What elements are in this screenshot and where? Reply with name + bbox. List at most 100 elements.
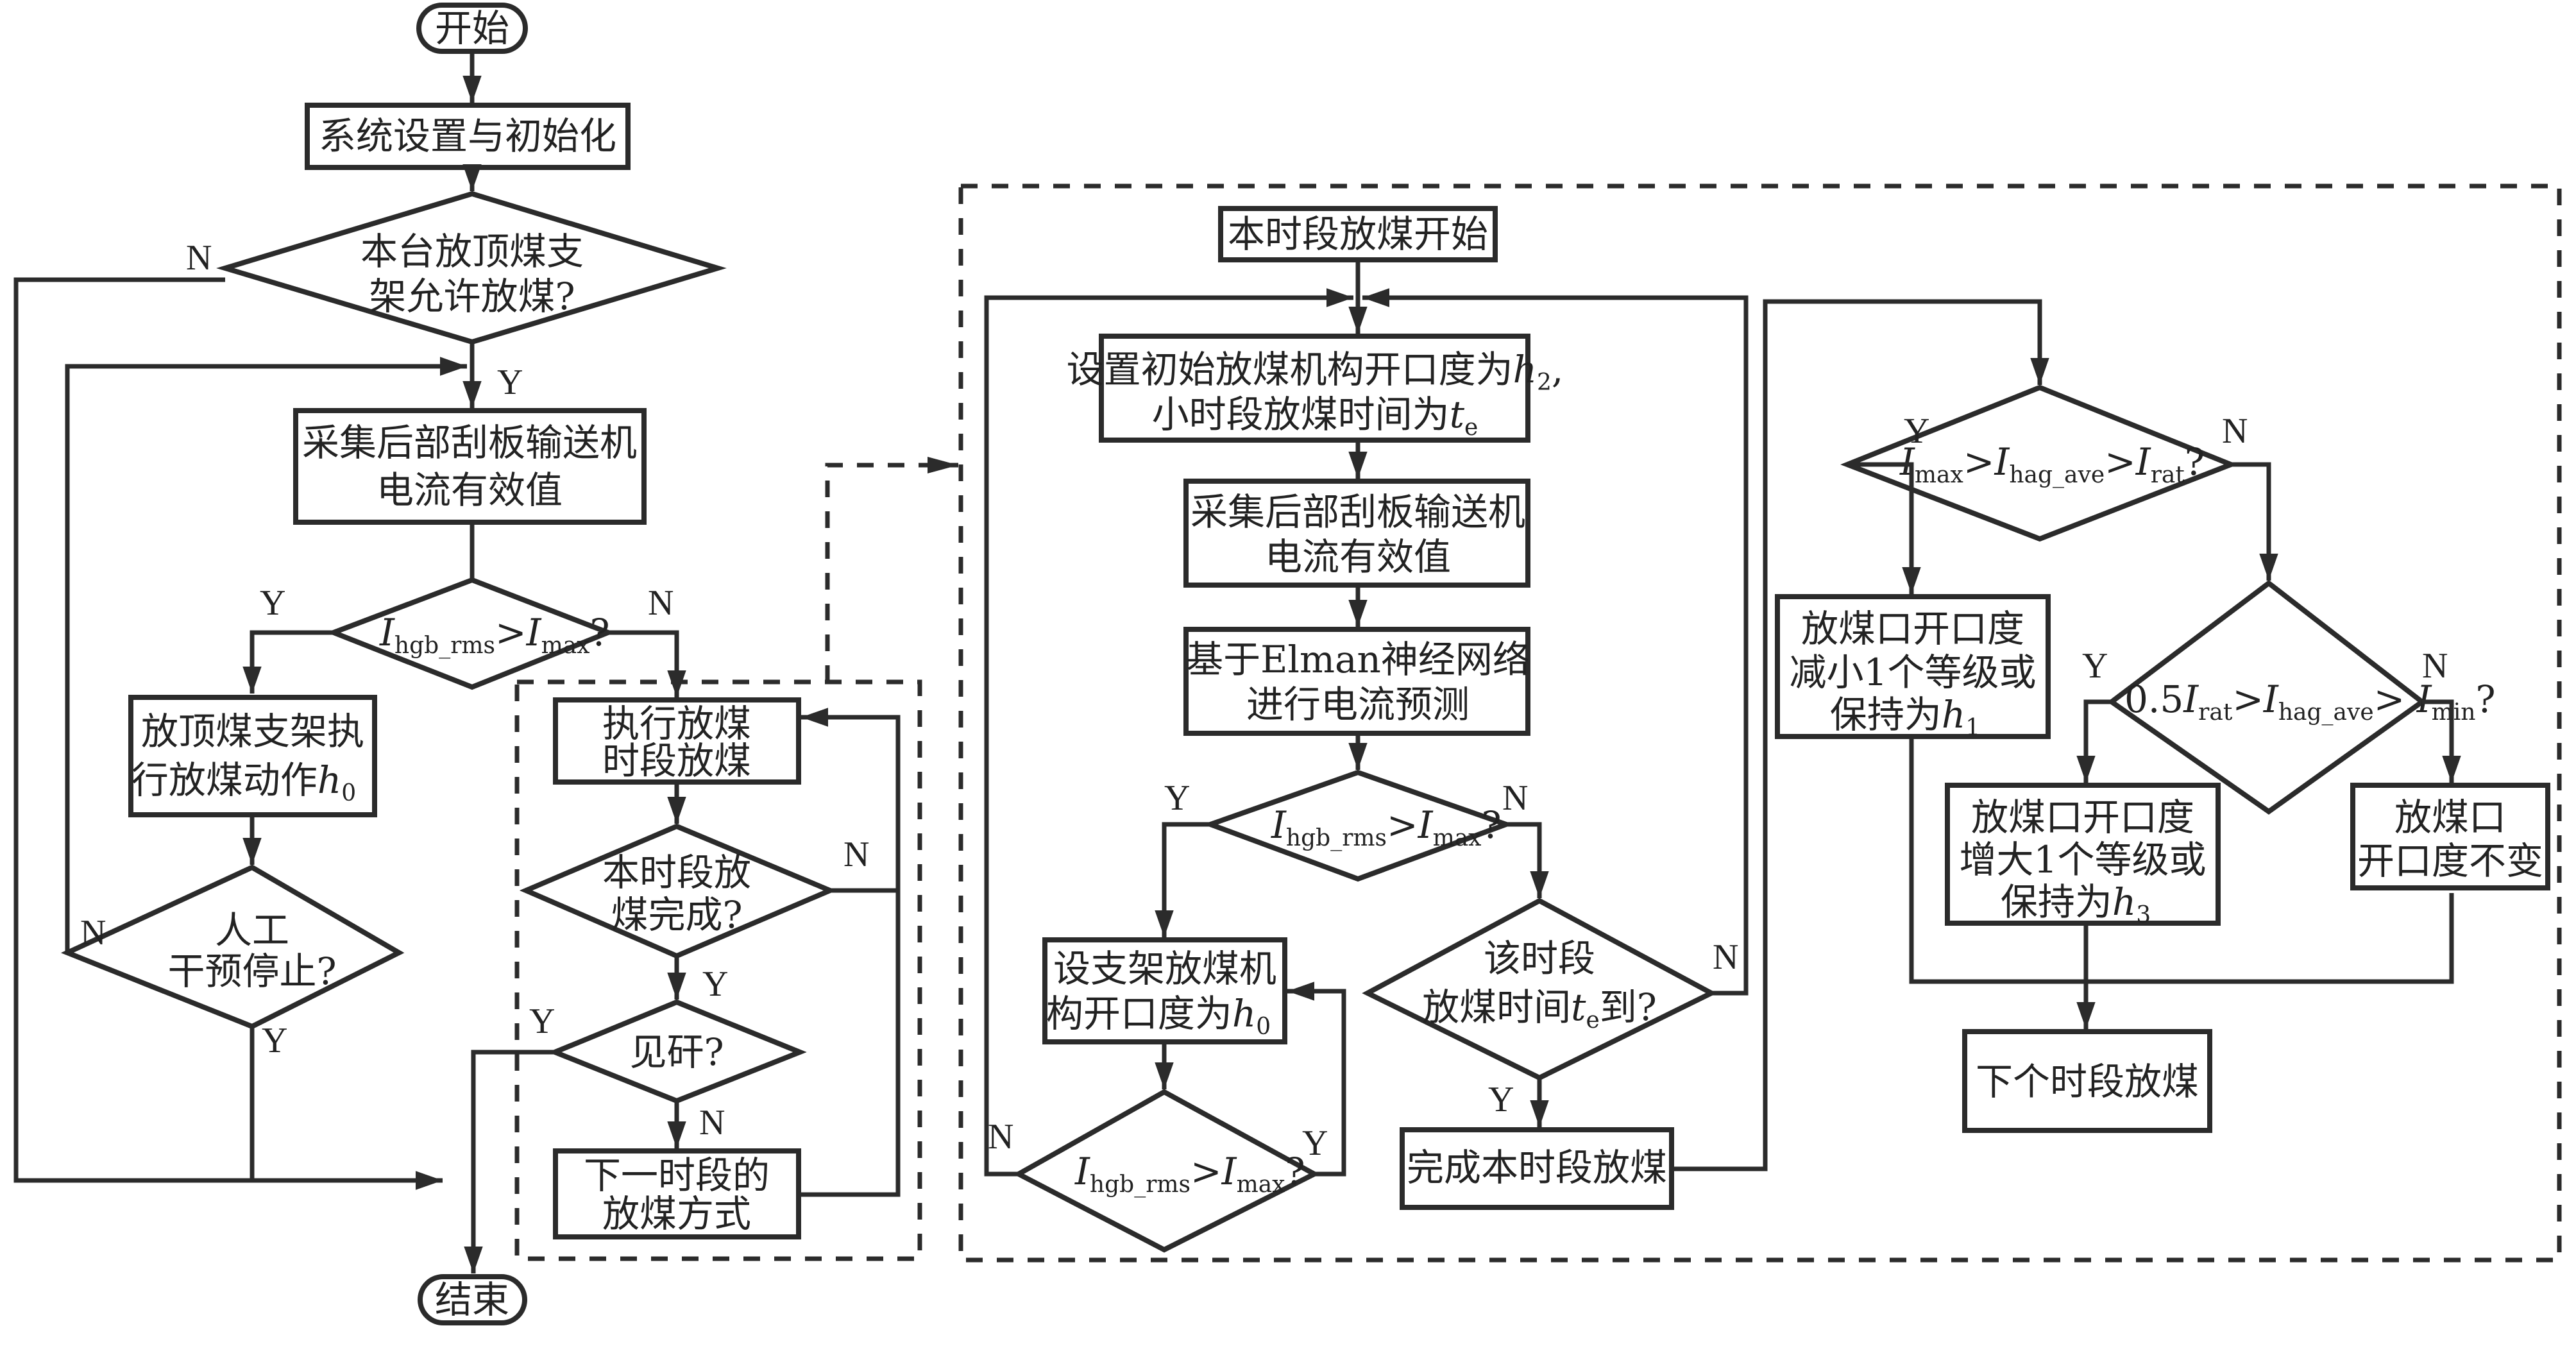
check-yes-path (242, 630, 334, 694)
gangue-yes-label: Y (529, 1001, 555, 1041)
manual-yes-label: Y (262, 1021, 287, 1060)
next-mode-return-path (799, 890, 901, 1197)
detail-check-yes-path (1155, 822, 1210, 937)
time-check-line2: 放煤时间te到? (1422, 985, 1657, 1034)
start-label: 开始 (435, 6, 509, 50)
period-start-box: 本时段放煤开始 (1218, 206, 1498, 262)
gangue-label: 见矸? (629, 1030, 724, 1074)
period-done-decision: 本时段放 煤完成? (519, 823, 837, 959)
detail-dashed-frame (958, 183, 2562, 1263)
end-label: 结束 (435, 1278, 509, 1322)
current-check-decision: Ihgb_rms>Imax? (326, 577, 615, 690)
period-start-label: 本时段放煤开始 (1228, 212, 1488, 256)
complete-box: 完成本时段放煤 (1400, 1127, 1674, 1210)
set-h0-line2: 构开口度为h0 (1046, 992, 1271, 1040)
see-gangue-decision: 见矸? (548, 999, 807, 1104)
range2-yes-path (2076, 699, 2112, 783)
range2-no-path (2422, 699, 2461, 783)
detail-current-check-decision: Ihgb_rms>Imax? (1203, 769, 1514, 882)
allow-line2: 架允许放煤? (369, 275, 575, 318)
set-h0-line1: 设支架放煤机 (1053, 947, 1276, 991)
init-box: 系统设置与初始化 (305, 103, 631, 170)
detail-collect-line2: 电流有效值 (1265, 535, 1451, 579)
allow-no-label: N (186, 238, 212, 278)
done-no-path (801, 708, 901, 893)
dashed-connector-arrowhead (928, 457, 958, 473)
check-no-label: N (648, 583, 674, 623)
decrease-line1: 放煤口开口度 (1801, 607, 2024, 651)
current-check-expr: Ihgb_rms>Imax? (379, 611, 610, 659)
detail-collect-line1: 采集后部刮板输送机 (1191, 490, 1525, 534)
manual-no-loop (65, 357, 467, 953)
collect-box: 采集后部刮板输送机 电流有效值 (293, 408, 647, 525)
time-check-line1: 该时段 (1484, 937, 1595, 980)
bottom-no-loop (984, 288, 1353, 1177)
done-line2: 煤完成? (611, 893, 742, 937)
range1-no-label: N (2222, 411, 2248, 451)
increase-line1: 放煤口开口度 (1971, 796, 2194, 839)
range1-yes-label: Y (1904, 411, 1929, 451)
check-yes-label: Y (260, 583, 285, 623)
manual-line1: 人工 (215, 908, 289, 952)
range1-yes-path (1847, 462, 1921, 594)
time-no-label: N (1713, 937, 1738, 977)
range-check2-decision: 0.5Irat>Ihag_ave> Imin? (2107, 579, 2496, 815)
time-yes-label: Y (1488, 1080, 1514, 1119)
range2-yes-label: Y (2082, 646, 2108, 686)
done-no-label: N (843, 835, 869, 874)
detail-check-expr: Ihgb_rms>Imax? (1271, 803, 1502, 851)
complete-label: 完成本时段放煤 (1407, 1146, 1667, 1189)
allow-yes-label: Y (497, 362, 523, 402)
gangue-no-label: N (699, 1103, 725, 1143)
manual-no-label: N (80, 913, 106, 953)
time-check-decision: 该时段 放煤时间te到? (1362, 898, 1717, 1081)
decrease-line3: 保持为h1 (1830, 693, 1980, 741)
range2-no-label: N (2422, 646, 2448, 686)
bottom-check-no-label: N (988, 1117, 1013, 1157)
time-no-loop (1362, 288, 1749, 996)
action-h0-line1: 放顶煤支架执 (141, 710, 364, 753)
set-initial-box: 设置初始放煤机构开口度为h2, 小时段放煤时间为te (1067, 334, 1564, 443)
dashed-connector (825, 463, 958, 682)
range-check2-expr: 0.5Irat>Ihag_ave> Imin? (2124, 677, 2496, 726)
elman-box: 基于Elman神经网络 进行电流预测 (1183, 627, 1530, 736)
increase-line2: 增大1个等级或 (1960, 838, 2207, 881)
gangue-yes-path (464, 1050, 555, 1273)
unchanged-box: 放煤口 开口度不变 (2350, 783, 2550, 890)
init-label: 系统设置与初始化 (319, 114, 616, 158)
next-mode-line1: 下一时段的 (584, 1153, 770, 1197)
elman-line2: 进行电流预测 (1246, 683, 1470, 726)
action-h0-line2: 行放煤动作h0 (131, 758, 356, 806)
detail-check-no-path (1506, 822, 1549, 898)
bottom-current-check-decision: Ihgb_rms>Imax? (1013, 1089, 1320, 1253)
execute-box: 执行放煤 时段放煤 (553, 697, 801, 785)
decrease-line2: 减小1个等级或 (1790, 651, 2037, 694)
manual-line2: 干预停止? (167, 949, 336, 993)
allow-no-path (13, 277, 443, 1190)
next-mode-line2: 放煤方式 (602, 1192, 751, 1236)
merge-path (1909, 736, 2454, 984)
collect-line1: 采集后部刮板输送机 (302, 421, 637, 464)
execute-line2: 时段放煤 (602, 739, 751, 783)
complete-to-range-path (1672, 299, 2049, 1171)
bottom-check-yes-path (1287, 982, 1346, 1177)
range-check1-expr: Imax>Ihag_ave>Irat? (1899, 440, 2205, 488)
unchanged-line1: 放煤口 (2394, 796, 2506, 839)
manual-stop-decision: 人工 干预停止? (60, 864, 405, 1030)
detail-check-no-label: N (1502, 778, 1528, 818)
set-initial-line2: 小时段放煤时间为te (1152, 393, 1479, 441)
start-terminal: 开始 (416, 3, 528, 54)
allow-line1: 本台放顶煤支 (360, 230, 584, 273)
execute-line1: 执行放煤 (602, 702, 751, 745)
end-terminal: 结束 (418, 1274, 527, 1325)
done-line1: 本时段放 (602, 851, 751, 894)
range-check1-decision: Imax>Ihag_ave>Irat? (1840, 384, 2238, 542)
bottom-check-yes-label: Y (1302, 1123, 1328, 1163)
set-h0-box: 设支架放煤机 构开口度为h0 (1042, 937, 1287, 1044)
elman-line1: 基于Elman神经网络 (1186, 638, 1530, 681)
increase-box: 放煤口开口度 增大1个等级或 保持为h3 (1945, 783, 2221, 928)
next-mode-box: 下一时段的 放煤方式 (553, 1148, 801, 1239)
set-initial-line1: 设置初始放煤机构开口度为h2, (1067, 348, 1564, 396)
collect-line2: 电流有效值 (377, 468, 563, 512)
